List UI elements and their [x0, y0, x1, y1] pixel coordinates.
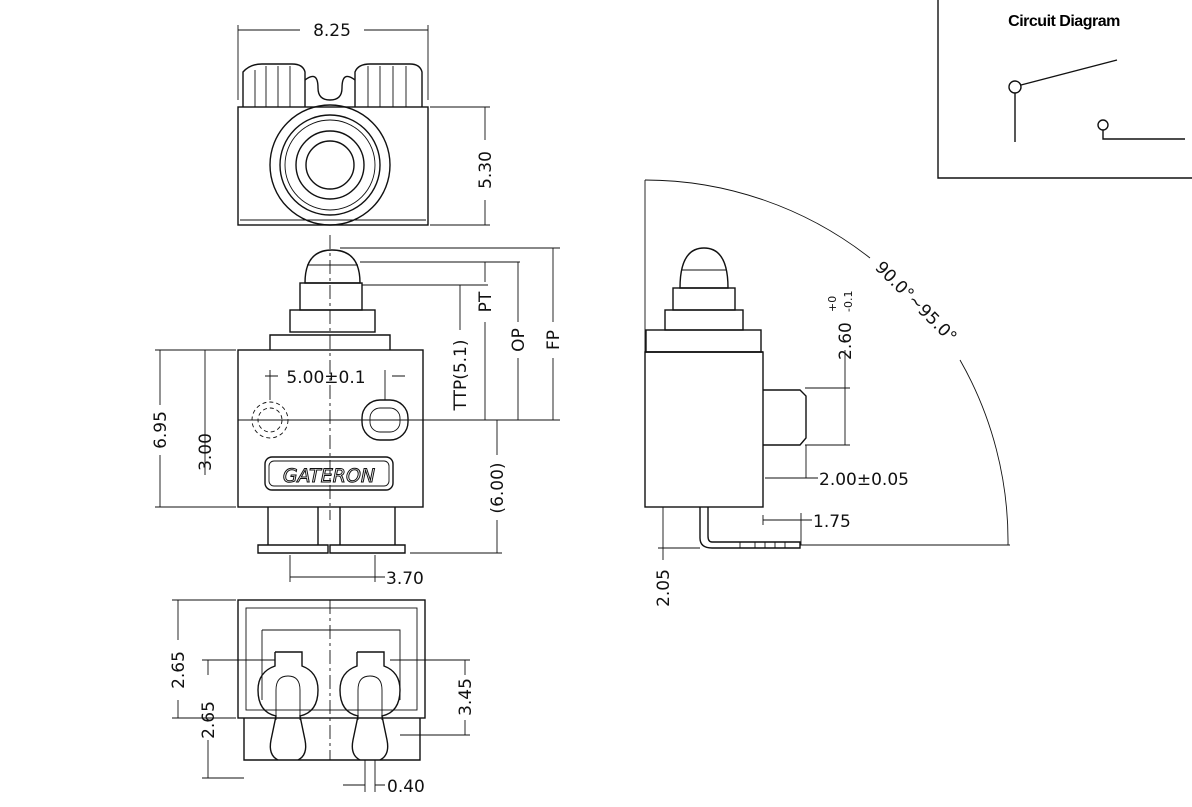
dim-lead-offset: 1.75	[813, 512, 851, 532]
dim-height-top: 5.30	[476, 151, 496, 189]
side-view: 90.0°~95.0° 2.60 +0 -0.1 2.00±0.05 1.75 …	[644, 179, 1010, 607]
bottom-view: 2.65 2.65 3.45 0.40	[169, 599, 476, 797]
dim-bottom-c: 3.45	[456, 678, 476, 716]
dim-ttp: TTP(5.1)	[451, 339, 471, 411]
dim-lead-height: 2.05	[654, 569, 674, 607]
gateron-logo: GATERON	[283, 465, 375, 487]
front-view: GATERON PT TTP(5.1) OP FP 5.00±0.1 6.95 …	[151, 235, 564, 589]
dim-stub-height: 2.60	[836, 322, 856, 360]
dim-stub-tol-upper: +0	[826, 296, 839, 312]
dim-stub-length: 2.00±0.05	[819, 470, 909, 490]
dim-body-height: 6.95	[151, 411, 171, 449]
dim-pin-width: 0.40	[387, 777, 425, 797]
circuit-diagram: Circuit Diagram	[937, 0, 1192, 179]
dim-bottom-b: 2.65	[199, 701, 219, 739]
dim-pin-pitch: 3.70	[386, 569, 424, 589]
circuit-title: Circuit Diagram	[1008, 13, 1120, 30]
dim-hole-height: 3.00	[196, 433, 216, 471]
dim-width-top: 8.25	[313, 21, 351, 41]
dim-stub-tol-lower: -0.1	[842, 291, 855, 312]
dim-angle: 90.0°~95.0°	[871, 258, 961, 348]
top-view: 8.25 5.30	[237, 21, 496, 226]
dim-bottom-a: 2.65	[169, 651, 189, 689]
dim-pin-height: (6.00)	[488, 462, 508, 513]
dim-pt: PT	[476, 291, 496, 312]
dim-op: OP	[509, 328, 529, 352]
dim-hole-pitch: 5.00±0.1	[286, 368, 365, 388]
dim-fp: FP	[544, 330, 564, 350]
